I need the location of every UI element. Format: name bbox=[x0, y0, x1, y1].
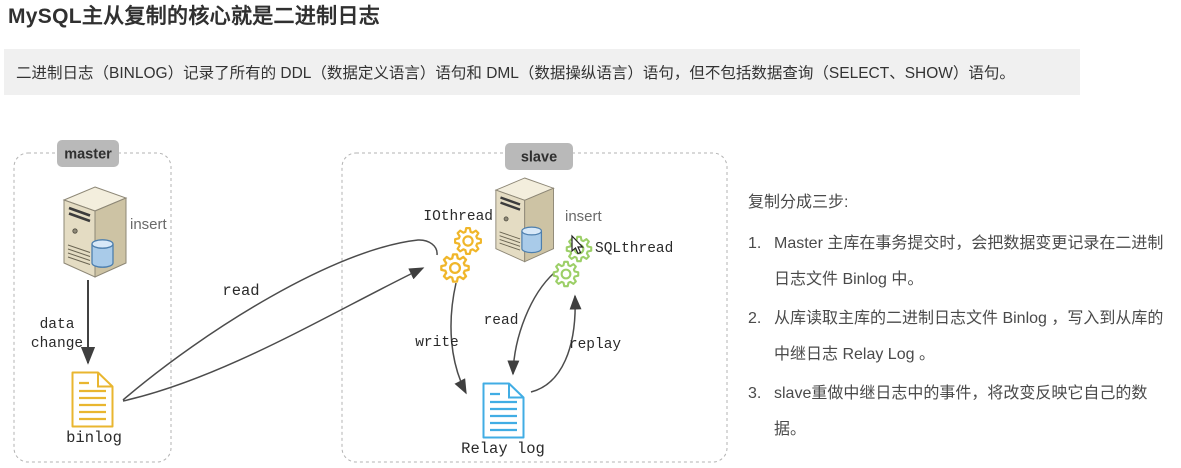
sql-thread-label: SQLthread bbox=[595, 241, 673, 257]
slave-tab-label: slave bbox=[521, 150, 557, 166]
replication-diagram: master slave insert data ch bbox=[13, 140, 728, 463]
step-item: 3. slave重做中继日志中的事件，将改变反映它自己的数据。 bbox=[748, 376, 1172, 448]
step-number: 3. bbox=[748, 385, 762, 402]
io-thread-label: IOthread bbox=[423, 209, 493, 225]
step-number: 2. bbox=[748, 310, 762, 327]
relay-log-file-icon bbox=[482, 382, 525, 439]
binlog-file-icon bbox=[71, 371, 114, 428]
relay-read-label: read bbox=[484, 313, 519, 329]
io-thread-gear-icon bbox=[440, 253, 470, 283]
step-item: 2. 从库读取主库的二进制日志文件 Binlog ，写入到从库的中继日志 Rel… bbox=[748, 301, 1172, 373]
slave-tab: slave bbox=[505, 143, 573, 170]
relay-read-arrow bbox=[507, 272, 555, 376]
step-item: 1. Master 主库在事务提交时，会把数据变更记录在二进制日志文件 Binl… bbox=[748, 226, 1172, 298]
data-change-label-line2: change bbox=[31, 336, 83, 352]
step-text: slave重做中继日志中的事件，将改变反映它自己的数据。 bbox=[774, 385, 1148, 438]
io-thread-gear-icon bbox=[454, 227, 482, 255]
slave-server-icon bbox=[494, 176, 555, 263]
page-title: MySQL主从复制的核心就是二进制日志 bbox=[8, 5, 381, 28]
read-loop-bottom-arrow bbox=[122, 267, 425, 402]
sql-thread-gear-icon bbox=[552, 260, 580, 288]
slave-insert-label: insert bbox=[565, 208, 603, 225]
master-insert-label: insert bbox=[130, 216, 168, 233]
master-group-box bbox=[13, 152, 172, 463]
steps-panel: 复制分成三步: 1. Master 主库在事务提交时，会把数据变更记录在二进制日… bbox=[748, 188, 1172, 451]
steps-intro: 复制分成三步: bbox=[748, 194, 849, 211]
data-change-label-line1: data bbox=[40, 317, 75, 333]
replay-label: replay bbox=[569, 337, 622, 353]
read-loop-top-arrow bbox=[122, 239, 438, 401]
slave-group-box bbox=[341, 152, 728, 463]
callout-box: 二进制日志（BINLOG）记录了所有的 DDL（数据定义语言）语句和 DML（数… bbox=[4, 49, 1080, 95]
step-text: 从库读取主库的二进制日志文件 Binlog ，写入到从库的中继日志 Relay … bbox=[774, 310, 1164, 363]
master-tab-label: master bbox=[64, 147, 112, 163]
step-number: 1. bbox=[748, 235, 762, 252]
write-arrow bbox=[450, 282, 467, 395]
relay-log-label: Relay log bbox=[461, 440, 545, 458]
master-server-icon bbox=[62, 185, 128, 279]
step-text: Master 主库在事务提交时，会把数据变更记录在二进制日志文件 Binlog … bbox=[774, 235, 1164, 288]
write-label: write bbox=[415, 335, 459, 351]
read-loop-label: read bbox=[222, 282, 259, 300]
replay-arrow bbox=[530, 294, 582, 393]
binlog-label: binlog bbox=[66, 429, 122, 447]
callout-text: 二进制日志（BINLOG）记录了所有的 DDL（数据定义语言）语句和 DML（数… bbox=[16, 65, 1015, 82]
master-tab: master bbox=[57, 140, 119, 167]
mouse-cursor-icon bbox=[571, 234, 584, 255]
